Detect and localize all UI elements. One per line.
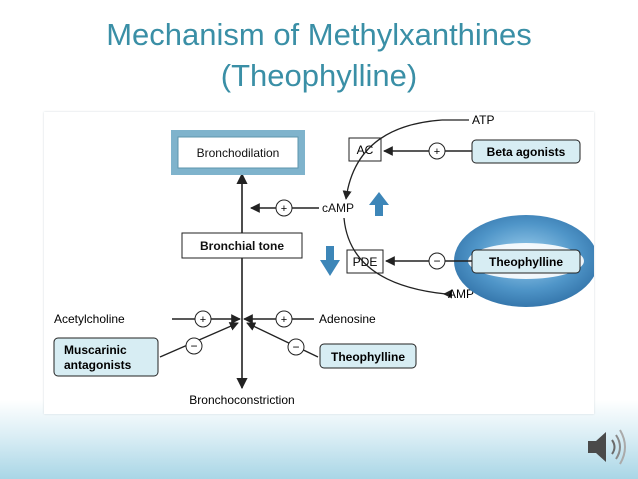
pde-minus-sign: − xyxy=(433,254,440,268)
beta-agonists-label: Beta agonists xyxy=(487,145,566,159)
camp-plus-circle xyxy=(275,199,293,217)
theophylline-adenosine-arrow xyxy=(246,322,319,358)
bronchial-tone-label: Bronchial tone xyxy=(200,239,284,253)
bronchodilation-box xyxy=(177,136,299,169)
atp-label: ATP xyxy=(472,113,494,127)
adenosine-plus-sign: + xyxy=(281,314,287,326)
adenosine-plus-circle xyxy=(275,310,293,328)
adenosine-minus-circle xyxy=(287,338,305,356)
bronchodilation-label: Bronchodilation xyxy=(197,146,280,160)
camp-amp-curve xyxy=(343,217,447,295)
slide-title-line2: (Theophylline) xyxy=(220,58,418,93)
atp-camp-curve xyxy=(342,119,443,200)
ac-label: AC xyxy=(357,143,374,157)
bronchial-tone-box xyxy=(181,232,303,259)
speaker-icon[interactable] xyxy=(582,425,632,469)
bronchoconstriction-label: Bronchoconstriction xyxy=(189,393,294,407)
beta-agonists-box xyxy=(471,139,581,164)
muscarinic-minus-circle xyxy=(185,337,203,355)
muscarinic-label-line2: antagonists xyxy=(64,358,132,372)
pde-box xyxy=(346,249,384,274)
camp-label: cAMP xyxy=(322,201,354,215)
pde-minus-circle xyxy=(428,252,446,270)
acetylcholine-plus-sign: + xyxy=(200,314,206,326)
camp-plus-sign: + xyxy=(281,203,287,215)
down-arrow-icon xyxy=(320,246,340,276)
beta-plus-circle xyxy=(428,142,446,160)
acetylcholine-label: Acetylcholine xyxy=(54,312,125,326)
muscarinic-label-line1: Muscarinic xyxy=(64,343,127,357)
diagram-panel: Bronchodilation Bronchial tone + cAMP AC… xyxy=(44,112,598,414)
adenosine-minus-sign: − xyxy=(292,340,299,354)
muscarinic-antagonists-box xyxy=(53,337,159,377)
theophylline-adenosine-label: Theophylline xyxy=(331,350,405,364)
muscarinic-minus-sign: − xyxy=(190,339,197,353)
adenosine-label: Adenosine xyxy=(319,312,376,326)
theophylline-pde-label: Theophylline xyxy=(489,255,563,269)
mechanism-diagram: Bronchodilation Bronchial tone + cAMP AC… xyxy=(53,113,598,407)
pde-label: PDE xyxy=(353,255,378,269)
amp-label: AMP xyxy=(448,287,474,301)
theophylline-adenosine-box xyxy=(319,343,417,369)
slide-title-line1: Mechanism of Methylxanthines xyxy=(106,17,532,52)
up-arrow-icon xyxy=(369,192,389,216)
beta-plus-sign: + xyxy=(434,146,440,158)
acetylcholine-plus-circle xyxy=(194,310,212,328)
theophylline-pde-box xyxy=(471,249,581,274)
